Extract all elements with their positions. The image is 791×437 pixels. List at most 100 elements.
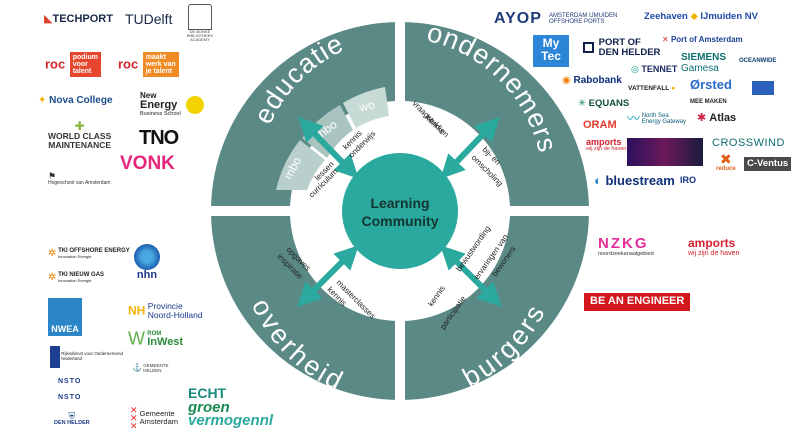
nwea-text: NWEA <box>51 324 79 334</box>
reduce-text: reduce <box>716 166 736 172</box>
logo-atlas: ✱ Atlas <box>697 112 736 125</box>
logo-vonk: VONK <box>120 154 175 174</box>
logo-new-energy: New Energy Business School <box>140 91 205 118</box>
gemeente-amsterdam-icon: ✕✕✕ <box>130 405 138 432</box>
iro-text: IRO <box>680 175 697 185</box>
logo-nwea: NWEA <box>48 298 82 336</box>
gemeente-amsterdam-line1: Gemeente <box>139 409 175 419</box>
logo-nzkg: NZKG noordzeekanaalgebied <box>598 236 654 258</box>
logo-hva: ⚑ Hogeschool van Amsterdam <box>48 171 111 187</box>
blue-square-icon <box>752 80 774 95</box>
logo-tno: TNO <box>139 127 179 149</box>
crosswind-text: CROSSWIND <box>712 137 785 149</box>
logo-nova-college: ✦ Nova College <box>38 95 113 107</box>
logo-c-ventus: C-Ventus <box>744 154 791 171</box>
mytec-line2: Tec <box>541 48 561 63</box>
roc-2-icon: roc <box>118 56 139 72</box>
logo-equans: ✳ EQUANS <box>578 99 629 109</box>
den-helder-text: DEN HELDER <box>54 420 90 426</box>
logo-rom-inwest: W ROM InWest <box>128 329 183 349</box>
tki-offshore-icon: ✲ <box>48 248 57 260</box>
logo-echt: ECHT <box>188 386 226 401</box>
logo-gemeente-helden: ⚓ GEMEENTE HELDEN <box>132 363 169 374</box>
techport-icon: ◣ <box>44 13 53 25</box>
logo-reduce: ✖ reduce <box>716 152 736 172</box>
roc-1-icon: roc <box>45 56 66 72</box>
tennet-text: TENNET <box>641 64 678 74</box>
rom-line1: ROM <box>147 331 162 337</box>
bluestream-icon: ◐ <box>594 173 602 188</box>
logo-amports-top: amports wij zijn de haven <box>586 137 626 153</box>
reduce-icon: ✖ <box>719 151 732 167</box>
port-amsterdam-text: Port of Amsterdam <box>670 35 743 44</box>
logo-siemens-gamesa: SIEMENS Gamesa <box>681 52 727 74</box>
logo-vattenfall: VATTENFALL ● <box>628 85 676 93</box>
logo-ayop-text: AYOP <box>494 10 542 27</box>
logo-be-an-engineer: BE AN ENGINEER <box>584 292 691 311</box>
siemens-line1: SIEMENS <box>681 52 727 63</box>
hva-icon: ⚑ <box>48 171 57 181</box>
logo-gemeente-amsterdam: ✕✕✕ Gemeente Amsterdam <box>130 405 178 432</box>
provincie-icon: NH <box>128 303 146 318</box>
zeehaven-icon: ◆ <box>690 11 698 22</box>
logo-amports-bottom: amports wij zijn de haven <box>688 237 739 257</box>
orsted-text: Ørsted <box>690 77 732 92</box>
oceanwide-text: OCEANWIDE <box>739 58 777 64</box>
wcm-icon: ✚ <box>74 119 85 133</box>
logo-nova-text: Nova College <box>49 95 113 106</box>
amsterdam-ijmuiden-line2: OFFSHORE PORTS <box>549 19 605 26</box>
logo-world-class-maintenance: ✚ WORLD CLASS MAINTENANCE <box>48 120 111 150</box>
logo-meemaken: MEE MAKEN <box>690 99 727 105</box>
new-energy-line3: Business School <box>140 110 181 117</box>
tki-offshore-line1: TKI OFFSHORE ENERGY <box>58 248 130 254</box>
amsterdam-ijmuiden-line1: AMSTERDAM IJMUIDEN <box>549 13 618 19</box>
tki-offshore-line2: Innovation Energie <box>58 254 92 260</box>
logo-port-of-amsterdam: ✕ Port of Amsterdam <box>662 35 743 44</box>
tki-gas-icon: ✲ <box>48 272 57 284</box>
gemeente-helden-icon: ⚓ <box>132 363 142 372</box>
rabobank-icon: ◉ <box>562 75 571 86</box>
amports-top-text: amports <box>586 137 622 147</box>
atlas-icon: ✱ <box>697 112 707 124</box>
provincie-line1: Provincie <box>147 301 183 311</box>
tennet-icon: ◎ <box>631 64 639 74</box>
level-wo-label: wo <box>357 97 377 115</box>
logo-techport-text: TECHPORT <box>52 13 113 25</box>
gemeente-helden-line1: GEMEENTE <box>143 363 169 369</box>
gemeente-amsterdam-line2: Amsterdam <box>139 417 178 427</box>
logo-bluestream: ◐ bluestream <box>594 174 675 188</box>
logo-tno-text: TNO <box>139 127 179 149</box>
logo-groen-vermogen: groen vermogennl <box>188 399 273 427</box>
logo-ayop: AYOP <box>494 10 542 28</box>
logo-tki-offshore-energy: ✲ TKI OFFSHORE ENERGY Innovation Energie <box>48 248 130 261</box>
port-den-helder-icon <box>583 42 594 54</box>
north-sea-line2: Energy Gateway <box>641 118 687 125</box>
wcm-line1: WORLD CLASS <box>48 131 112 141</box>
echt-text: ECHT <box>188 385 227 401</box>
vattenfall-icon: ● <box>671 85 676 92</box>
rom-line2: InWest <box>147 336 184 349</box>
logo-bonke: DE BONKE BIBLIOTHEEK ACADEMY <box>186 4 214 43</box>
groen-line1: groen <box>188 399 230 416</box>
tki-gas-line1: TKI NIEUW GAS <box>58 272 105 278</box>
logo-mytec: My Tec <box>533 35 569 67</box>
logo-tennet: ◎ TENNET <box>631 64 678 74</box>
nsto-2-text: NSTO <box>58 394 82 401</box>
c-ventus-text: C-Ventus <box>744 157 791 171</box>
nhn-text: nhn <box>136 269 158 281</box>
logo-nsto-1: NSTO <box>58 378 81 385</box>
ijmuiden-nv-text: IJmuiden NV <box>700 11 758 22</box>
port-den-helder-line2: DEN HELDER <box>598 46 661 58</box>
bonke-icon <box>188 4 212 30</box>
logo-vonk-text: VONK <box>120 153 175 174</box>
center-label-line2: Community <box>362 213 439 229</box>
nzkg-line2: noordzeekanaalgebied <box>598 250 654 257</box>
logo-nhn: nhn <box>134 244 160 282</box>
arrow-educatie <box>298 117 359 179</box>
rabobank-text: Rabobank <box>573 75 622 86</box>
rijksdienst-line2: Nederland <box>61 356 83 361</box>
new-energy-line1: New <box>140 91 157 100</box>
amports-bottom-text: amports <box>688 236 736 250</box>
